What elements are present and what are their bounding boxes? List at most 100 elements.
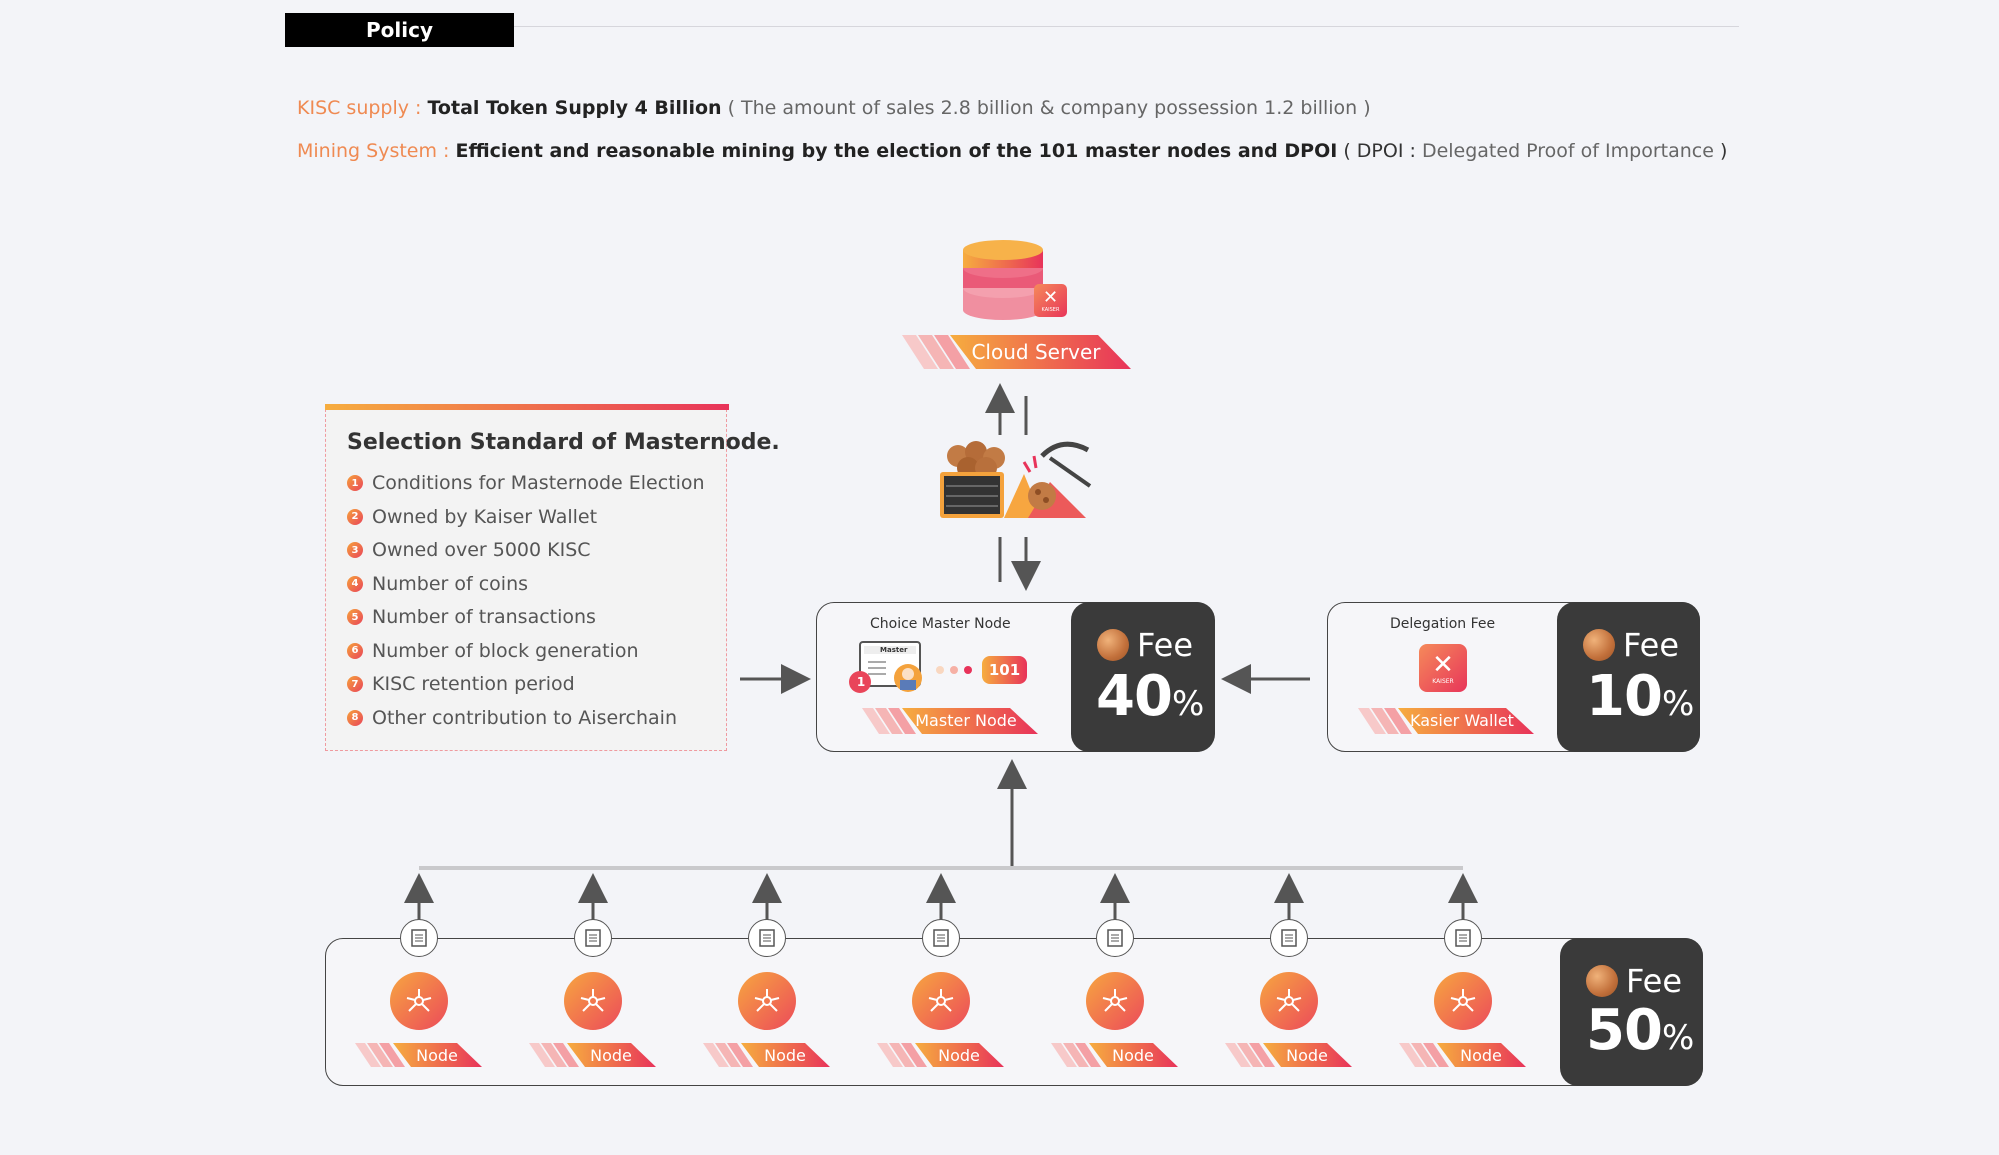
criteria-text: KISC retention period bbox=[372, 673, 575, 695]
supply-main: Total Token Supply 4 Billion bbox=[427, 97, 722, 119]
document-icon bbox=[1270, 919, 1308, 957]
wallet-logo-text: KAISER bbox=[1432, 677, 1454, 685]
node-label: Node bbox=[1286, 1046, 1328, 1065]
kaiser-logo-icon: ✕ KAISER bbox=[1034, 284, 1067, 317]
criteria-number: 6 bbox=[347, 642, 363, 659]
criteria-number: 1 bbox=[347, 475, 363, 491]
criteria-number: 5 bbox=[347, 609, 363, 625]
wallet-fee-number: 10 bbox=[1586, 664, 1663, 729]
kaiser-wallet-icon: ✕ KAISER bbox=[1419, 644, 1467, 692]
node-label: Node bbox=[764, 1046, 806, 1065]
network-node-icon bbox=[390, 972, 448, 1030]
selection-panel-accent bbox=[325, 404, 729, 410]
criteria-item: 8 Other contribution to Aiserchain bbox=[347, 707, 677, 729]
wallet-fee-box bbox=[1557, 602, 1700, 752]
master-screen-text: Master bbox=[880, 646, 908, 654]
master-fee-box bbox=[1071, 602, 1215, 752]
criteria-text: Owned by Kaiser Wallet bbox=[372, 505, 598, 528]
criteria-text: Owned over 5000 KISC bbox=[372, 539, 591, 561]
node-label: Node bbox=[416, 1046, 458, 1065]
master-fee-number: 40 bbox=[1096, 664, 1173, 729]
criteria-text: Other contribution to Aiserchain bbox=[372, 706, 678, 729]
wallet-fee-unit: % bbox=[1661, 684, 1694, 724]
master-ribbon-bg bbox=[862, 708, 1038, 734]
criteria-text: Number of coins bbox=[372, 572, 529, 595]
master-computer-icon bbox=[849, 641, 922, 693]
node-ribbon-bg bbox=[1399, 1043, 1526, 1067]
criteria-item: 7 KISC retention period bbox=[347, 673, 575, 695]
mining-detail: Delegated Proof of Importance bbox=[1421, 140, 1714, 162]
supply-detail: ( The amount of sales 2.8 billion & comp… bbox=[721, 97, 1371, 119]
network-node-icon bbox=[738, 972, 796, 1030]
nodes-fee-value: 50% bbox=[1586, 998, 1694, 1063]
master-rank-badge: 1 bbox=[856, 675, 866, 689]
document-icon bbox=[574, 919, 612, 957]
node-ribbon-bg bbox=[1051, 1043, 1178, 1067]
dots-icon bbox=[936, 666, 972, 674]
nodes-fee-number: 50 bbox=[1586, 998, 1663, 1063]
master-node-label: Master Node bbox=[915, 711, 1017, 730]
network-node-icon bbox=[1086, 972, 1144, 1030]
cloud-ribbon-bg bbox=[902, 335, 1131, 369]
master-count-badge: 101 bbox=[982, 656, 1027, 684]
supply-label: KISC supply : bbox=[297, 97, 428, 119]
node-ribbon-bg bbox=[877, 1043, 1004, 1067]
master-fee-word-text: Fee bbox=[1137, 626, 1194, 664]
criteria-item: 1 Conditions for Masternode Election bbox=[347, 472, 705, 494]
node-ribbon-bg bbox=[529, 1043, 656, 1067]
criteria-text: Number of transactions bbox=[372, 606, 596, 628]
wallet-fee-word: Fee bbox=[1583, 626, 1679, 664]
supply-line: KISC supply : Total Token Supply 4 Billi… bbox=[297, 97, 1371, 119]
node-ribbon-bg bbox=[355, 1043, 482, 1067]
coin-icon bbox=[1583, 629, 1615, 661]
node-ribbon-bg bbox=[703, 1043, 830, 1067]
criteria-number: 3 bbox=[347, 542, 363, 558]
master-box-title: Choice Master Node bbox=[870, 616, 1011, 632]
node-label: Node bbox=[1460, 1046, 1502, 1065]
criteria-text: Number of block generation bbox=[372, 639, 639, 662]
node-label: Node bbox=[1112, 1046, 1154, 1065]
document-icon bbox=[922, 919, 960, 957]
mining-main: Efficient and reasonable mining by the e… bbox=[455, 140, 1338, 162]
criteria-number: 2 bbox=[347, 508, 363, 525]
selection-title: Selection Standard of Masternode. bbox=[347, 430, 780, 455]
criteria-item: 5 Number of transactions bbox=[347, 606, 596, 628]
mining-coins-icon bbox=[940, 441, 1092, 518]
document-icon bbox=[1096, 919, 1134, 957]
coin-icon bbox=[1097, 629, 1129, 661]
criteria-item: 6 Number of block generation bbox=[347, 640, 639, 662]
master-fee-unit: % bbox=[1171, 684, 1204, 724]
coin-icon bbox=[1586, 965, 1618, 997]
nodes-fee-word: Fee bbox=[1586, 962, 1682, 1000]
node-ribbon-bg bbox=[1225, 1043, 1352, 1067]
network-node-icon bbox=[1434, 972, 1492, 1030]
network-node-icon bbox=[912, 972, 970, 1030]
document-icon bbox=[400, 919, 438, 957]
criteria-text: Conditions for Masternode Election bbox=[372, 472, 705, 494]
mining-line: Mining System : Efficient and reasonable… bbox=[297, 140, 1727, 162]
criteria-number: 4 bbox=[347, 575, 363, 592]
criteria-item: 2 Owned by Kaiser Wallet bbox=[347, 506, 597, 528]
criteria-number: 7 bbox=[347, 676, 363, 692]
nodes-fee-word-text: Fee bbox=[1626, 962, 1683, 1000]
delegation-box-title: Delegation Fee bbox=[1390, 616, 1496, 632]
policy-label: Policy bbox=[285, 13, 514, 47]
wallet-fee-value: 10% bbox=[1586, 664, 1694, 729]
cloud-logo-text: KAISER bbox=[1041, 306, 1060, 313]
database-icon bbox=[963, 240, 1043, 320]
wallet-label: Kasier Wallet bbox=[1410, 711, 1514, 730]
cloud-server-label: Cloud Server bbox=[971, 340, 1101, 364]
criteria-item: 3 Owned over 5000 KISC bbox=[347, 539, 591, 561]
network-node-icon bbox=[564, 972, 622, 1030]
document-icon bbox=[1444, 919, 1482, 957]
mining-close: ) bbox=[1713, 140, 1728, 162]
mining-label: Mining System : bbox=[297, 140, 456, 162]
criteria-item: 4 Number of coins bbox=[347, 573, 528, 595]
node-label: Node bbox=[938, 1046, 980, 1065]
master-fee-value: 40% bbox=[1096, 664, 1204, 729]
node-label: Node bbox=[590, 1046, 632, 1065]
master-fee-word: Fee bbox=[1097, 626, 1193, 664]
selection-panel bbox=[325, 404, 727, 751]
wallet-ribbon-bg bbox=[1358, 708, 1534, 734]
criteria-number: 8 bbox=[347, 709, 363, 726]
